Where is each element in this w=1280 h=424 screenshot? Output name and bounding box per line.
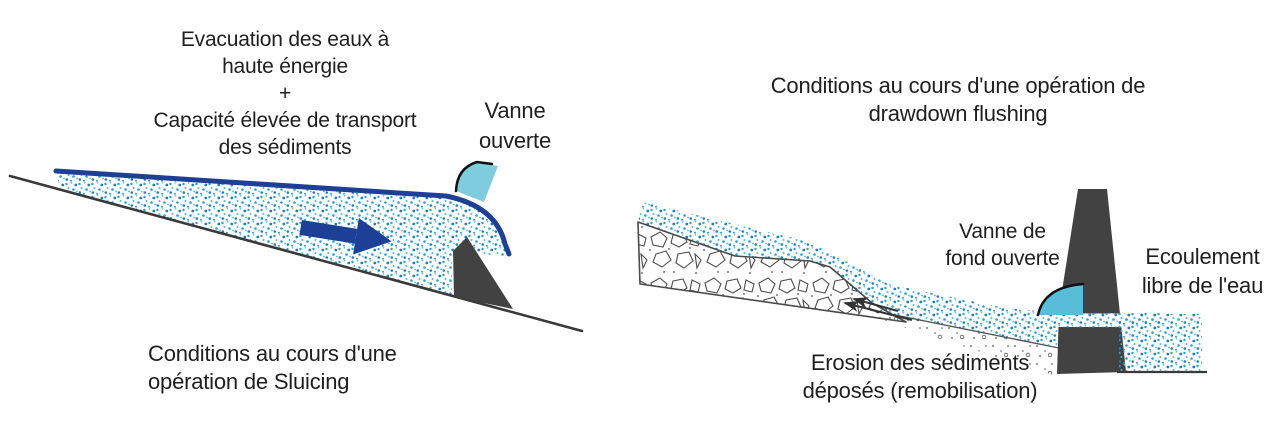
caption-line: déposés (remobilisation): [802, 378, 1038, 403]
river-bed-line: [8, 174, 584, 333]
annotation-line: +: [278, 82, 292, 105]
bottom-gate-outline: [1036, 282, 1085, 317]
gate-outline: [454, 160, 494, 193]
flow-label-line: Ecoulement: [1145, 244, 1260, 269]
erosion-caption: Erosion des sédiments déposés (remobilis…: [770, 349, 1070, 405]
annotation-line: haute énergie: [222, 55, 348, 78]
gate-label-line: Vanne: [484, 98, 546, 123]
gate-label-line: ouverte: [479, 128, 551, 153]
drawdown-flushing-title: Conditions au cours d'une opération de d…: [738, 72, 1178, 128]
flow-arrow-icon: [299, 217, 392, 255]
bottom-gate-label: Vanne de fond ouverte: [900, 218, 1105, 272]
drawdown-water-body: [638, 202, 1059, 347]
drawdown-flushing-diagram: [637, 189, 1207, 376]
erosion-arrows-icon: [843, 297, 913, 321]
dam-body: [453, 237, 513, 309]
dam-tower: [1057, 189, 1126, 374]
sluicing-gate-label: Vanne ouverte: [450, 96, 580, 156]
open-gate: [456, 162, 498, 202]
annotation-line: Capacité élevée de transport: [153, 109, 417, 132]
flow-label-line: libre de l'eau: [1141, 273, 1264, 298]
sluicing-diagram: [8, 160, 584, 333]
water-surface-line: [53, 168, 512, 257]
gate-label-line: Vanne de: [959, 220, 1046, 243]
title-line: Conditions au cours d'une opération de: [770, 73, 1146, 98]
title-line: drawdown flushing: [868, 101, 1048, 126]
fine-sediments: [870, 310, 1059, 376]
gate-label-line: fond ouverte: [945, 247, 1060, 270]
sluicing-energy-annotation: Evacuation des eaux à haute énergie + Ca…: [90, 26, 480, 161]
annotation-line: Evacuation des eaux à: [180, 28, 390, 51]
open-bottom-gate: [1038, 284, 1083, 315]
sediment-deposit: [637, 221, 907, 323]
caption-line: Erosion des sédiments: [810, 350, 1030, 375]
sluicing-caption: Conditions au cours d'une opération de S…: [148, 340, 458, 396]
reservoir-water-body: [56, 172, 509, 297]
caption-line: opération de Sluicing: [148, 369, 350, 394]
annotation-line: des sédiments: [218, 136, 352, 159]
free-flow-label: Ecoulement libre de l'eau: [1125, 242, 1280, 300]
downstream-free-flow-water: [1119, 314, 1202, 371]
caption-line: Conditions au cours d'une: [148, 341, 397, 366]
